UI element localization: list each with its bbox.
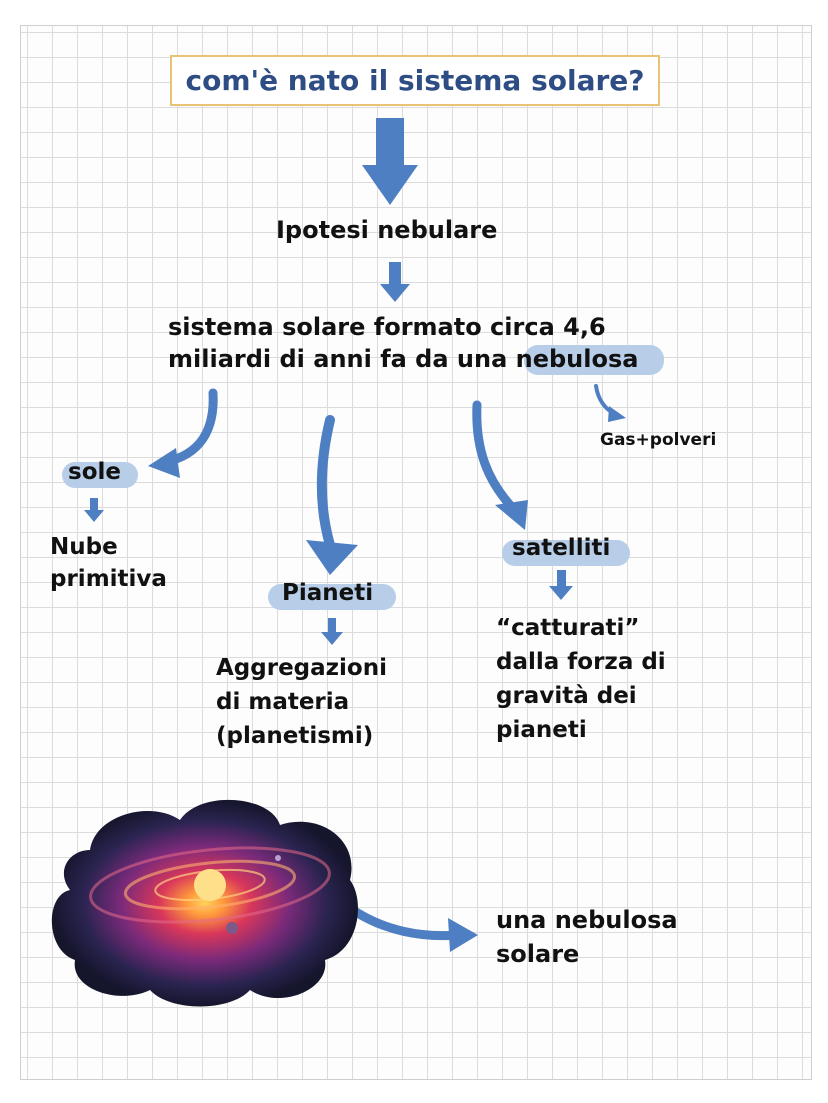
nebula-image — [51, 799, 358, 1007]
satelliti-label: satelliti — [512, 535, 611, 561]
sole-desc-line-1: Nube — [50, 534, 118, 560]
statement-line-2: miliardi di anni fa da una nebulosa — [168, 345, 638, 374]
arrow-image-to-caption — [351, 907, 463, 941]
hypothesis-label: Ipotesi nebulare — [276, 216, 498, 244]
arrow-sole-to-desc — [84, 498, 104, 522]
gas-polveri-label: Gas+polveri — [600, 430, 717, 450]
pianeti-desc-line-1: Aggregazioni — [216, 655, 387, 681]
arrow-to-satelliti — [472, 400, 515, 510]
nebulosa-highlight — [524, 345, 664, 375]
pianeti-desc-line-2: di materia — [216, 689, 350, 715]
image-caption-line-2: solare — [496, 940, 580, 968]
arrow-hypothesis-to-statement — [380, 262, 410, 302]
image-caption-line-1: una nebulosa — [496, 906, 678, 934]
statement-line-1: sistema solare formato circa 4,6 — [168, 313, 606, 341]
pianeti-highlight — [268, 584, 396, 610]
satelliti-desc-line-3: gravità dei — [496, 683, 637, 709]
satelliti-desc-line-4: pianeti — [496, 717, 587, 743]
diagram-title: com'è nato il sistema solare? — [170, 55, 660, 106]
arrow-title-to-hypothesis — [362, 118, 418, 205]
statement-line-2-text: miliardi di anni fa da una — [168, 345, 508, 373]
arrow-pianeti-to-desc — [321, 618, 343, 645]
arrow-to-pianeti — [316, 415, 335, 550]
sole-highlight — [62, 462, 138, 488]
satelliti-desc-line-2: dalla forza di — [496, 649, 666, 675]
sole-desc-line-2: primitiva — [50, 566, 167, 592]
statement-keyword-nebulosa: nebulosa — [515, 345, 639, 373]
sole-label: sole — [68, 459, 121, 485]
pianeti-desc-line-3: (planetismi) — [216, 723, 374, 749]
arrow-satelliti-to-desc — [549, 570, 573, 600]
satelliti-desc-line-1: “catturati” — [496, 615, 640, 641]
pianeti-label: Pianeti — [282, 580, 374, 606]
satelliti-highlight — [502, 540, 630, 566]
